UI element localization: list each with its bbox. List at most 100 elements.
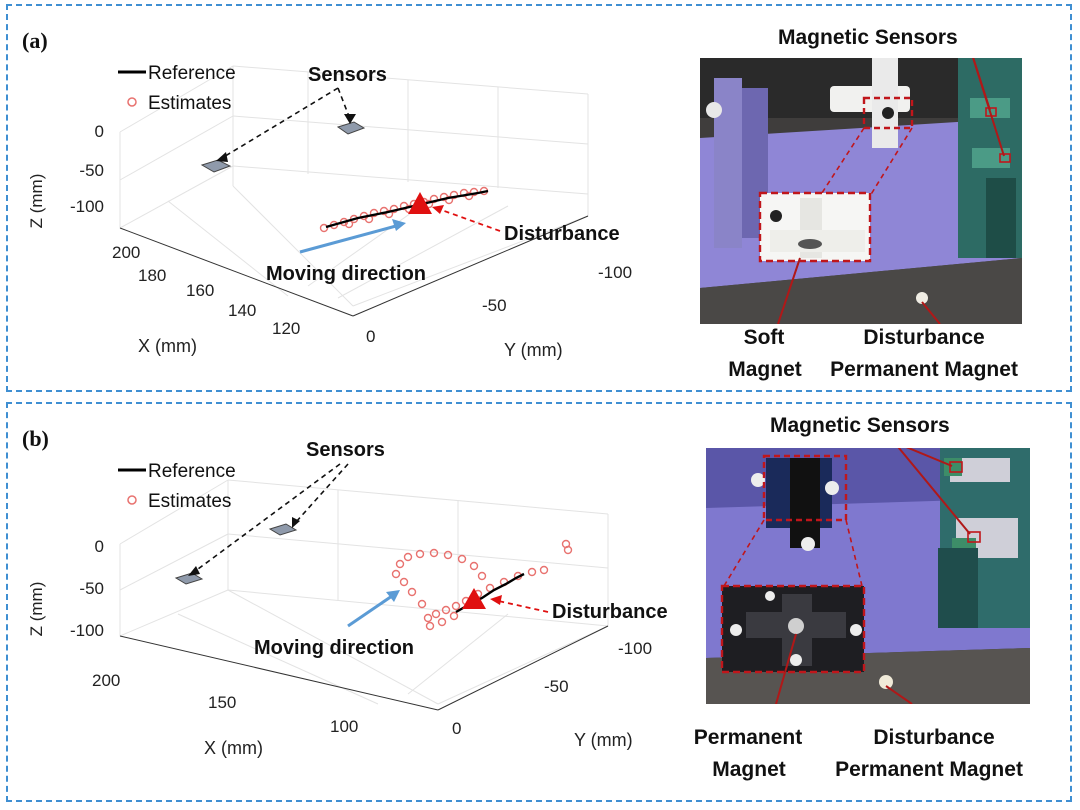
panel-b-ytick-1: -50: [544, 677, 569, 696]
panel-b-ytick-2: -100: [618, 639, 652, 658]
panel-a-disturbance-arrow: [435, 207, 501, 232]
panel-b-est-pt: [449, 611, 459, 621]
panel-b-est-pt: [443, 550, 453, 560]
panel-b-sensor-1: [174, 572, 204, 585]
panel-b-photo-drawing: [706, 448, 1030, 704]
panel-a-axes: [119, 215, 589, 317]
panel-b-est-pt: [407, 587, 417, 597]
panel-b-ztick-2: -100: [70, 621, 104, 640]
panel-b-est-pt: [425, 621, 435, 631]
panel-a-caption-left-line1: Soft: [743, 326, 785, 349]
panel-b-xlabel: X (mm): [204, 738, 263, 758]
panel-b: (b) 0: [6, 402, 1072, 802]
panel-a-sensor-1: [200, 159, 232, 173]
panel-b-est-pt: [395, 559, 405, 569]
panel-a-disturbance-label: Disturbance: [504, 223, 620, 245]
panel-b-ztick-0: 0: [95, 537, 104, 556]
panel-b-sensor-arrowhead-2: [292, 517, 300, 528]
panel-b-est-pt: [437, 617, 447, 627]
panel-a-moving-arrow: [299, 224, 397, 254]
panel-b-xtick-2: 100: [330, 717, 358, 736]
panel-b-zlabel: Z (mm): [27, 582, 46, 637]
panel-a-estimates-series: [319, 186, 489, 233]
panel-a-sensor-arrow-2: [337, 87, 351, 120]
panel-a-ylabel: Y (mm): [504, 340, 563, 360]
panel-b-disturbance-arrow: [493, 599, 549, 613]
panel-b-disturbance-arrowhead: [490, 595, 502, 605]
panel-b-caption-left-line2: Magnet: [712, 758, 786, 781]
panel-b-ytick-0: 0: [452, 719, 461, 738]
panel-a-caption-right-line2: Permanent Magnet: [830, 358, 1018, 381]
panel-a-ytick-0: 0: [366, 327, 375, 346]
panel-b-ztick-1: -50: [79, 579, 104, 598]
panel-b-est-pt: [527, 567, 537, 577]
panel-a-moving-label: Moving direction: [266, 263, 426, 285]
panel-b-caption-left-line1: Permanent: [693, 726, 803, 749]
panel-a-sensors-label: Sensors: [308, 64, 387, 86]
panel-a-label: (a): [22, 28, 48, 53]
panel-a-ztick-2: -100: [70, 197, 104, 216]
panel-b-disturbance-label: Disturbance: [552, 601, 668, 623]
panel-b-moving-arrowhead: [386, 590, 400, 602]
panel-a-legend-estimates-swatch: [127, 97, 137, 107]
panel-b-est-pt: [477, 571, 487, 581]
panel-b-legend-estimates: Estimates: [148, 491, 231, 512]
panel-b-photo-title: Magnetic Sensors: [770, 414, 950, 437]
panel-a-photo: [700, 58, 1022, 324]
panel-b-est-pt: [441, 605, 451, 615]
panel-a-ztick-0: 0: [95, 122, 104, 141]
panel-a-sensor-arrow-1: [221, 87, 339, 159]
panel-a-moving-arrowhead: [392, 219, 406, 231]
panel-a-xtick-4: 120: [272, 319, 300, 338]
panel-b-grid: [119, 479, 609, 705]
panel-a-caption-right-line1: Disturbance: [863, 326, 985, 349]
panel-a-grid: [119, 65, 589, 307]
panel-a-est-pt: [429, 194, 439, 204]
panel-a-disturbance-arrowhead: [432, 205, 444, 214]
panel-b-xtick-0: 200: [92, 671, 120, 690]
panel-b-est-pt: [431, 609, 441, 619]
panel-a-reference-line: [325, 189, 489, 229]
panel-b-est-pt: [417, 599, 427, 609]
panel-a-photo-title: Magnetic Sensors: [778, 26, 958, 49]
panel-a-disturbance-marker: [408, 192, 432, 214]
panel-b-moving-arrow: [347, 594, 393, 628]
panel-a-est-pt: [319, 223, 329, 233]
panel-a-sensor-arrowhead-2: [344, 114, 356, 124]
panel-b-sensor-2: [268, 523, 298, 536]
panel-a-ztick-1: -50: [79, 161, 104, 180]
panel-a-photo-drawing: [700, 58, 1022, 324]
panel-b-axes: [119, 625, 609, 711]
panel-a-est-pt: [449, 190, 459, 200]
panel-b-moving-label: Moving direction: [254, 637, 414, 659]
panel-b-est-pt: [403, 552, 413, 562]
panel-a-xtick-1: 180: [138, 266, 166, 285]
panel-b-est-pt: [391, 569, 401, 579]
panel-b-est-pt: [457, 554, 467, 564]
panel-b-estimates-series: [391, 539, 573, 631]
panel-b-legend-reference: Reference: [148, 461, 236, 482]
panel-b-legend-estimates-swatch: [127, 495, 137, 505]
panel-a-xtick-0: 200: [112, 243, 140, 262]
panel-b-est-pt: [469, 561, 479, 571]
panel-b-est-pt: [415, 549, 425, 559]
panel-b-3d-plot: 0 -50 -100 Z (mm) 200 150 100 X (mm) 0 -…: [27, 439, 668, 758]
panel-a-sensor-arrowhead-1: [216, 152, 228, 162]
panel-b-sensor-arrow-2: [295, 463, 349, 523]
panel-b-sensors-label: Sensors: [306, 439, 385, 461]
panel-b-caption-right-line2: Permanent Magnet: [835, 758, 1023, 781]
panel-b-est-pt: [429, 548, 439, 558]
panel-a-caption-left-line2: Magnet: [728, 358, 802, 381]
panel-a-ytick-1: -50: [482, 296, 507, 315]
panel-b-est-pt: [563, 545, 573, 555]
panel-a: (a): [6, 4, 1072, 392]
panel-b-est-pt: [399, 577, 409, 587]
panel-a-xtick-2: 160: [186, 281, 214, 300]
panel-a-xlabel: X (mm): [138, 336, 197, 356]
panel-b-est-pt: [451, 601, 461, 611]
panel-b-xtick-1: 150: [208, 693, 236, 712]
panel-a-legend-estimates: Estimates: [148, 93, 231, 114]
panel-b-disturbance-marker: [462, 588, 486, 609]
panel-b-est-pt: [539, 565, 549, 575]
